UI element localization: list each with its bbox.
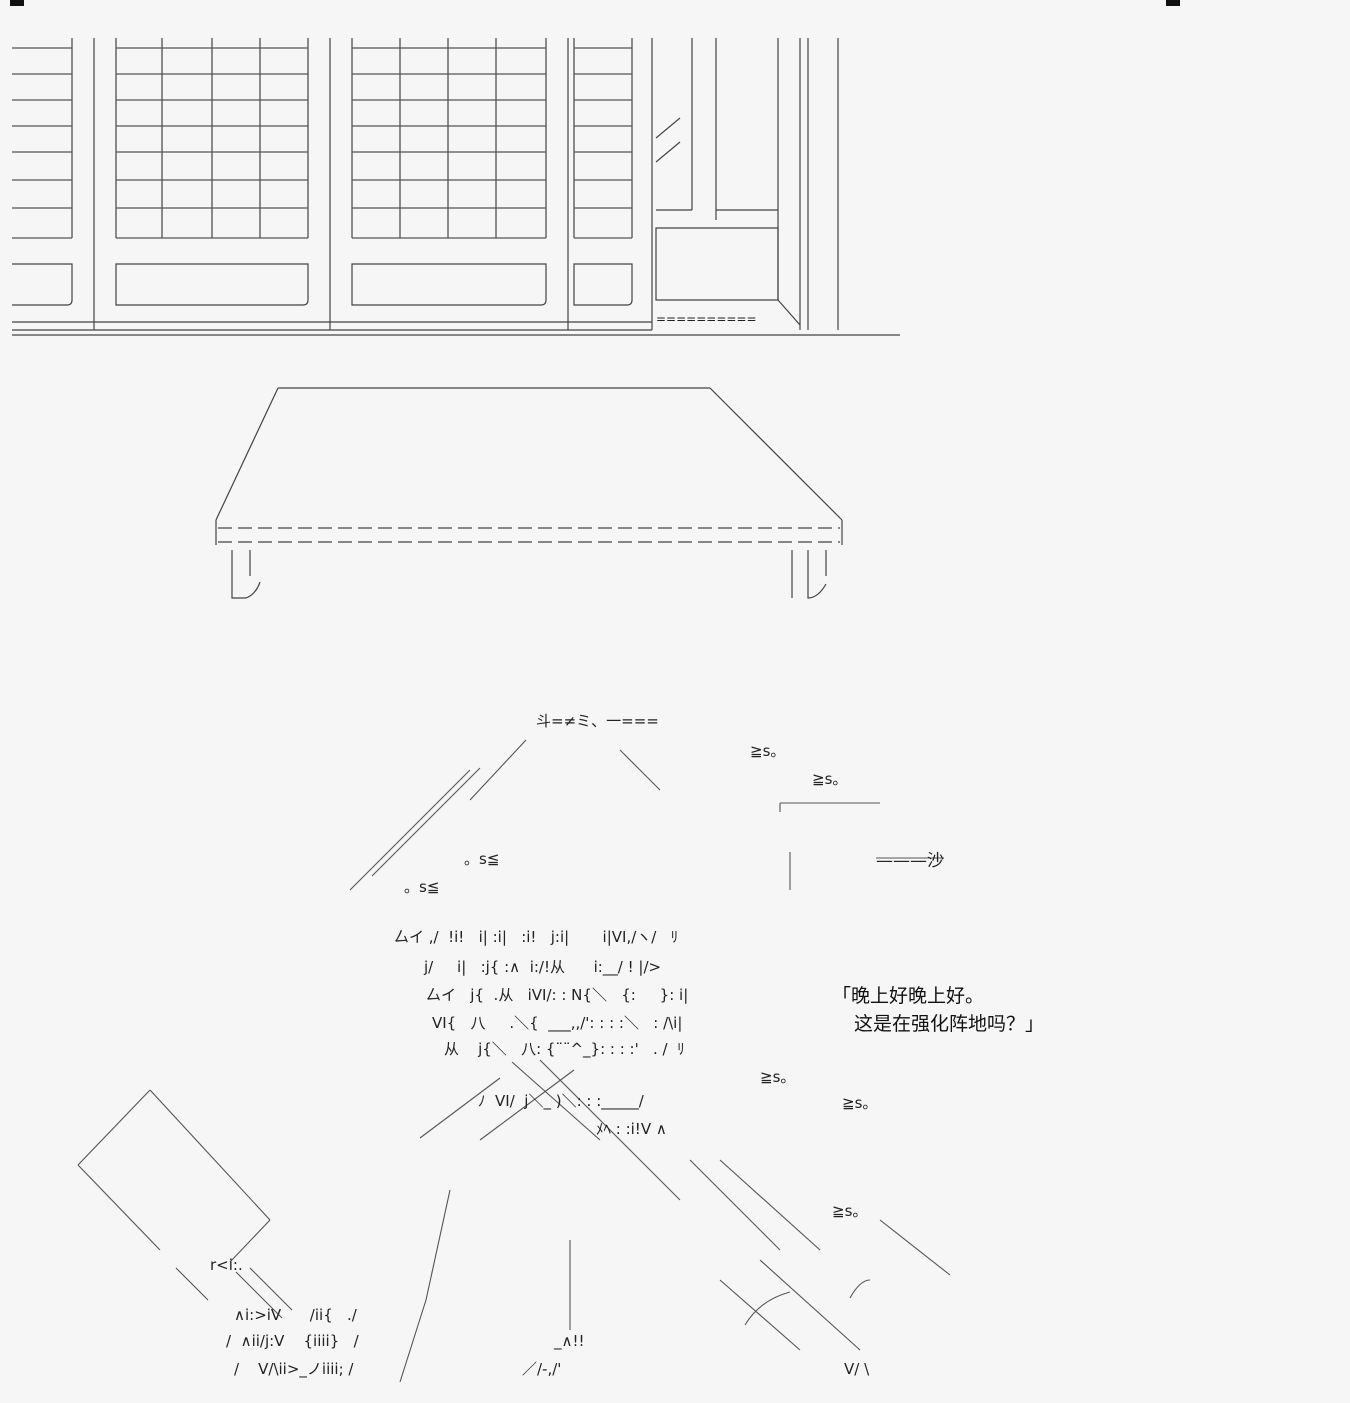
hand-line-3: / V/\ii>_ノiiii; / bbox=[234, 1360, 354, 1378]
broom-or-signboard bbox=[77, 1089, 293, 1319]
sparkle-text-3: 。s≦ bbox=[464, 850, 500, 868]
bangs-line-2: j/ i| :j{ :∧ i:/!从 i:__/ ! |/> bbox=[424, 958, 662, 976]
bangs-line-5: 从 j{＼ 八: {¨¨^_}: : : :' . / ﾘ bbox=[444, 1040, 685, 1058]
frame-dashes: ========== bbox=[656, 312, 757, 326]
sparkle-text-7: ≧s。 bbox=[832, 1202, 868, 1220]
bangs-line-3: 厶イ j{ .从 iVI/: : N{＼ {: }: i| bbox=[426, 986, 689, 1004]
low-table bbox=[215, 387, 843, 599]
tool-text: r<i:. bbox=[210, 1256, 243, 1274]
sparkle-text-1: ≧s。 bbox=[750, 742, 786, 760]
bangs-line-4: VI{ 八 .＼{ ___,,/': : : :＼ : /\i| bbox=[432, 1014, 683, 1032]
sparkle-text-6: ≧s。 bbox=[842, 1094, 878, 1112]
neck-line: ﾉ VI/ j＼_ )＼: : :_____/ bbox=[478, 1092, 644, 1110]
top-left-edge-mark bbox=[10, 0, 24, 6]
hint-line-2: ／/‐,/' bbox=[522, 1360, 562, 1378]
dialogue-line-2: 这是在强化阵地吗？」 bbox=[854, 1013, 1045, 1035]
top-right-edge-mark bbox=[1166, 0, 1180, 6]
hair-top-text: 斗=≠ミ、一=== bbox=[536, 712, 659, 730]
sfx-rustle: ———沙 bbox=[876, 851, 944, 871]
dialogue-line-1: 「晚上好晚上好。 bbox=[832, 985, 985, 1007]
sparkle-text-5: ≧s。 bbox=[760, 1068, 796, 1086]
collar-line: ﾒﾍ : :i!V ∧ bbox=[596, 1120, 667, 1138]
dialogue-bubble: 「晚上好晚上好。 这是在强化阵地吗？」 bbox=[832, 982, 1044, 1038]
sparkle-text-2: ≧s。 bbox=[812, 770, 848, 788]
hand-line-1: ∧i:>iV /ii{ ./ bbox=[234, 1306, 357, 1324]
character-figure bbox=[349, 739, 951, 1383]
hint-line-1: _∧!! bbox=[554, 1332, 585, 1350]
sparkle-text-4: 。s≦ bbox=[404, 878, 440, 896]
shoji-screen bbox=[12, 38, 900, 336]
foot-line: V/ \ bbox=[844, 1360, 870, 1378]
hand-line-2: / ∧ii/j:V {iiii} / bbox=[226, 1332, 359, 1350]
bangs-line-1: 厶イ ,/ !i! i| :i| :i! j:i| i|VI,/ヽ/ ﾘ bbox=[394, 928, 679, 946]
